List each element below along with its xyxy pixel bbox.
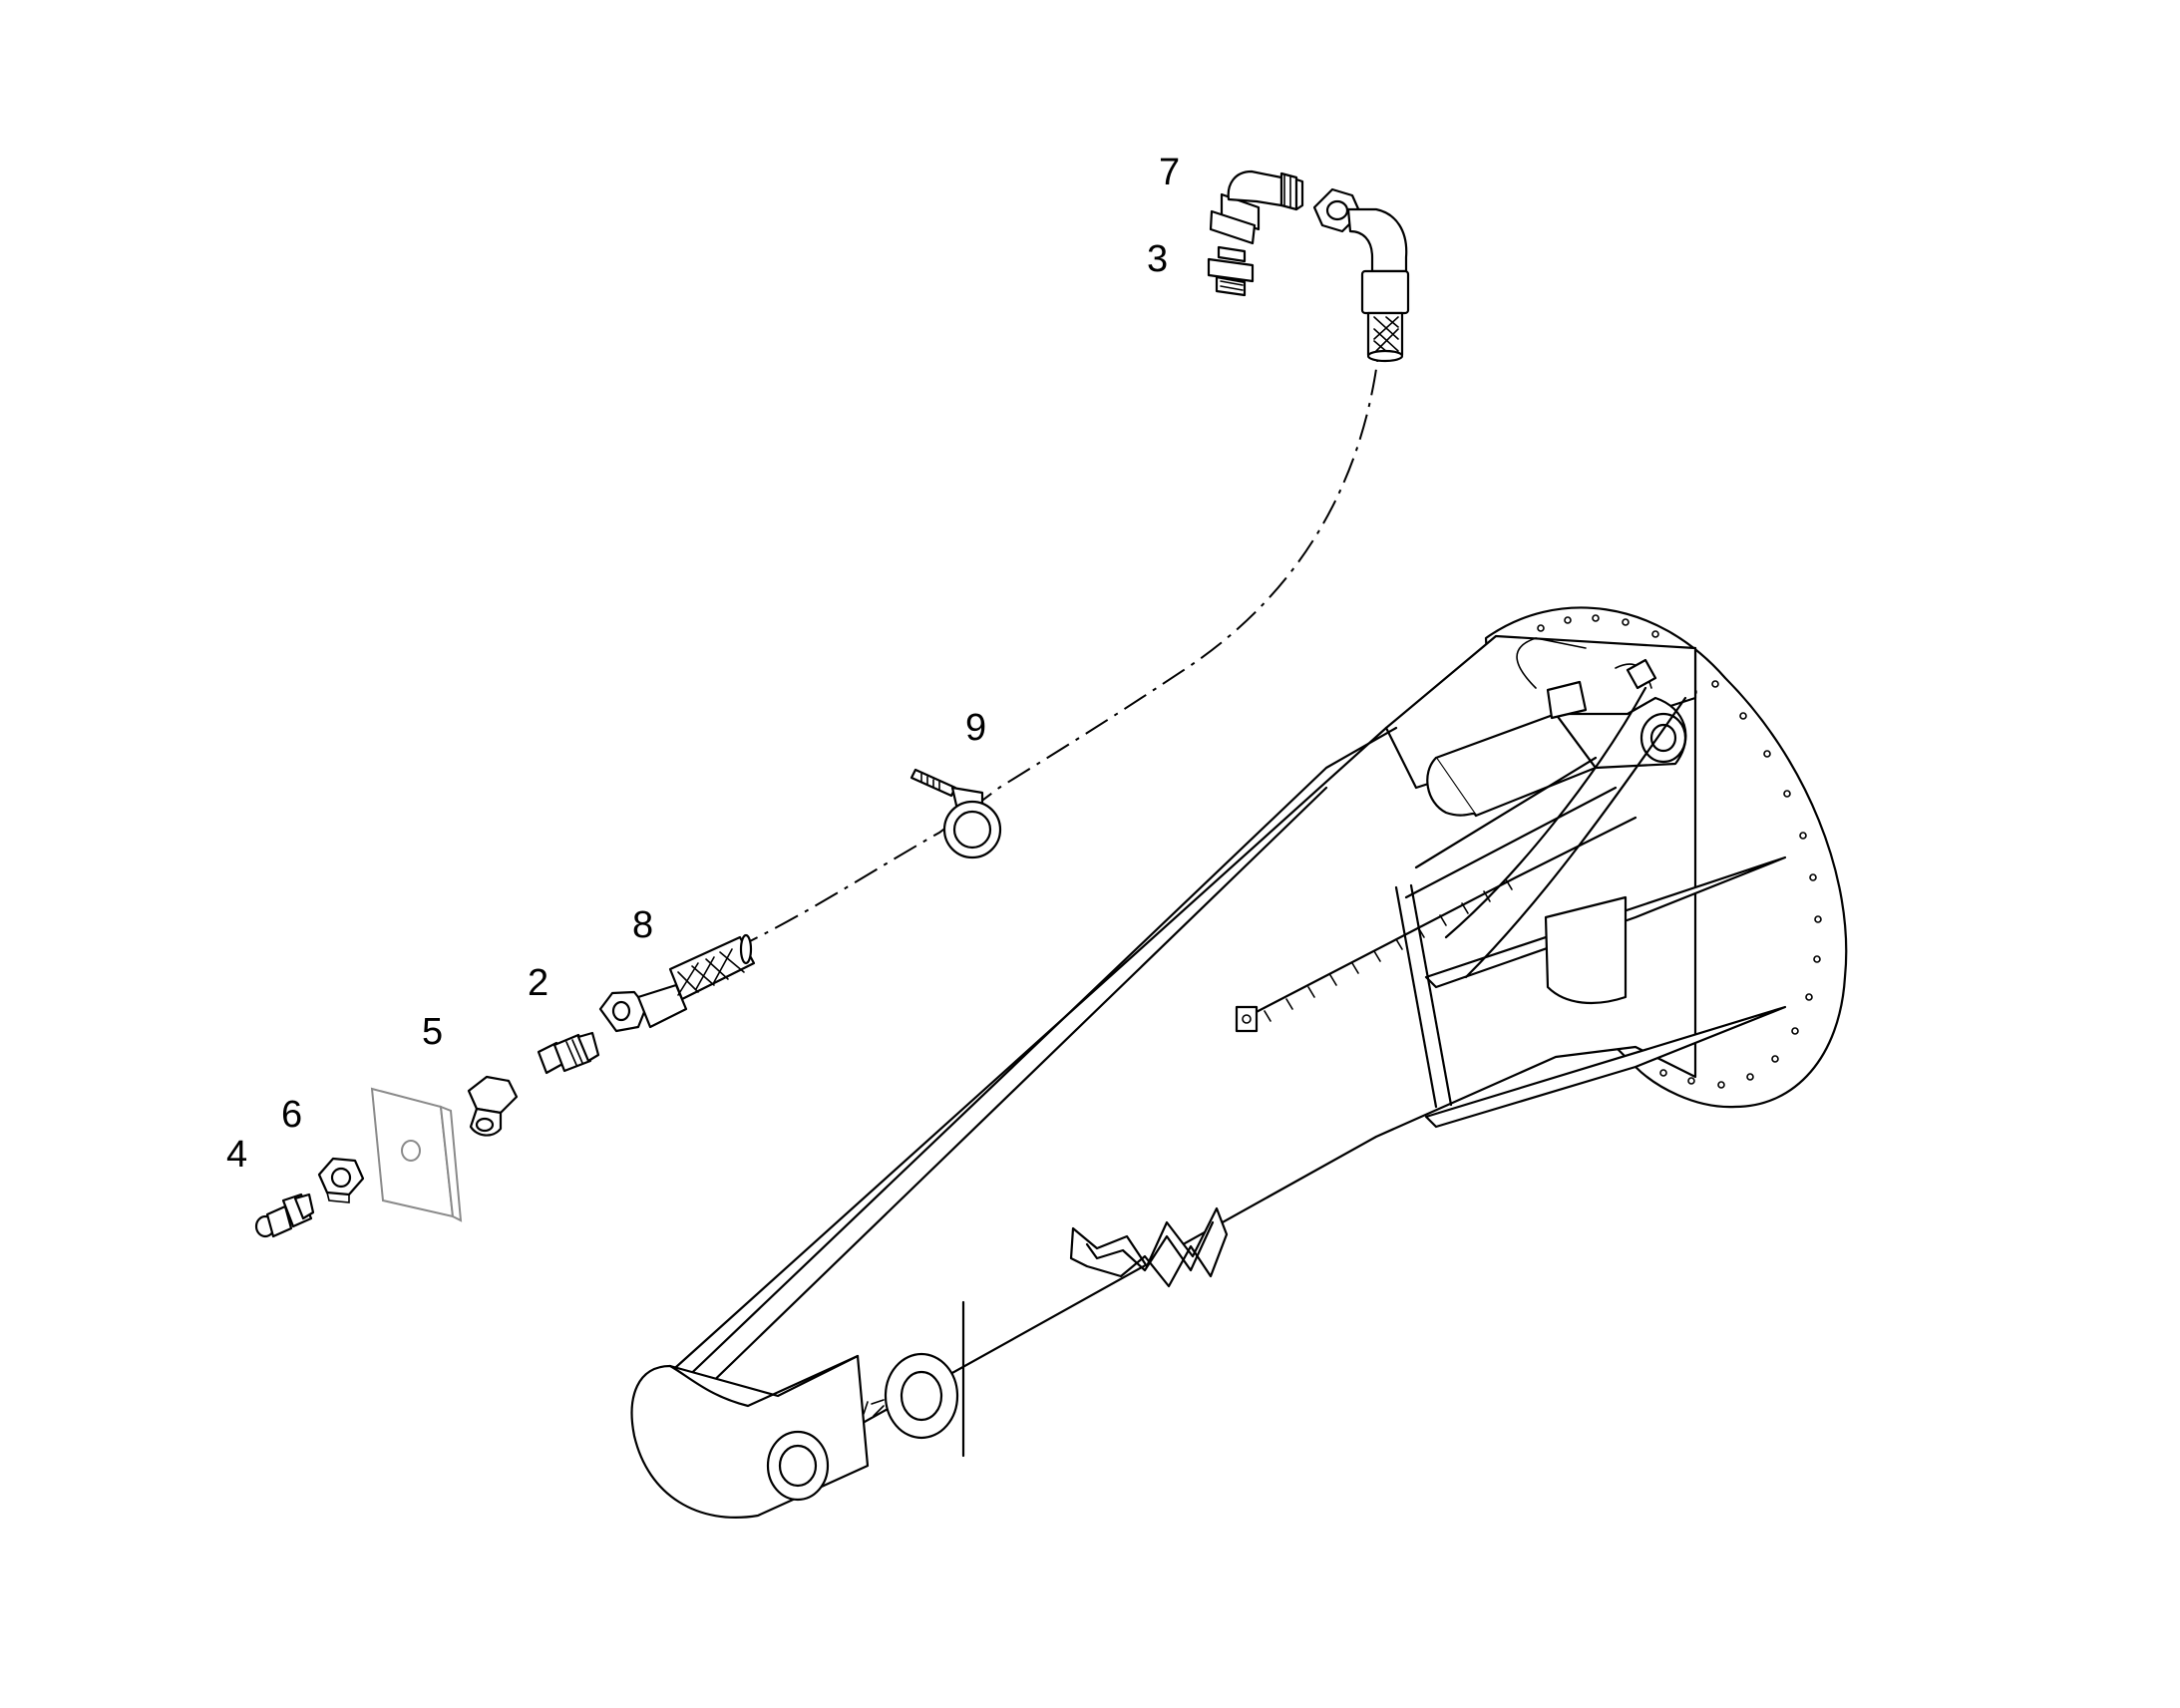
boom-middle-pin-boss: [884, 1352, 959, 1440]
boom-wm-logo: [1069, 1206, 1229, 1288]
hose-route-line: [747, 323, 1382, 943]
callout-labels: 7 3 9 8 2 5 6 4: [226, 152, 1180, 1176]
callout-label-9: 9: [965, 707, 986, 749]
boom-front-pin-hole: [766, 1430, 830, 1502]
callout-label-7: 7: [1159, 152, 1180, 193]
hose-end-top: [1312, 187, 1410, 363]
callout-label-8: 8: [632, 904, 653, 946]
hose-clamp-part-9: [909, 768, 1002, 859]
boom-arm: [630, 606, 1848, 1519]
boom-stiffener-rib-lower: [1424, 1005, 1787, 1129]
callout-label-5: 5: [422, 1011, 443, 1053]
callout-label-2: 2: [528, 962, 548, 1004]
callout-label-6: 6: [281, 1094, 302, 1136]
hex-nut-part-6: [317, 1157, 365, 1203]
adapter-nipple-part-3: [1207, 245, 1255, 297]
callout-label-3: 3: [1147, 238, 1168, 280]
boom-cable: [1245, 816, 1637, 1019]
hose-end-part-8: [598, 933, 756, 1033]
straight-adapter-part-2: [537, 1031, 600, 1075]
mounting-plate: [370, 1087, 463, 1222]
hydraulic-cylinder: [1404, 637, 1687, 979]
threaded-plug-part-5: [467, 1075, 519, 1137]
callout-label-4: 4: [226, 1134, 247, 1176]
elbow-fitting-part-7: [1209, 170, 1304, 245]
grease-nipple-part-4: [254, 1193, 315, 1238]
